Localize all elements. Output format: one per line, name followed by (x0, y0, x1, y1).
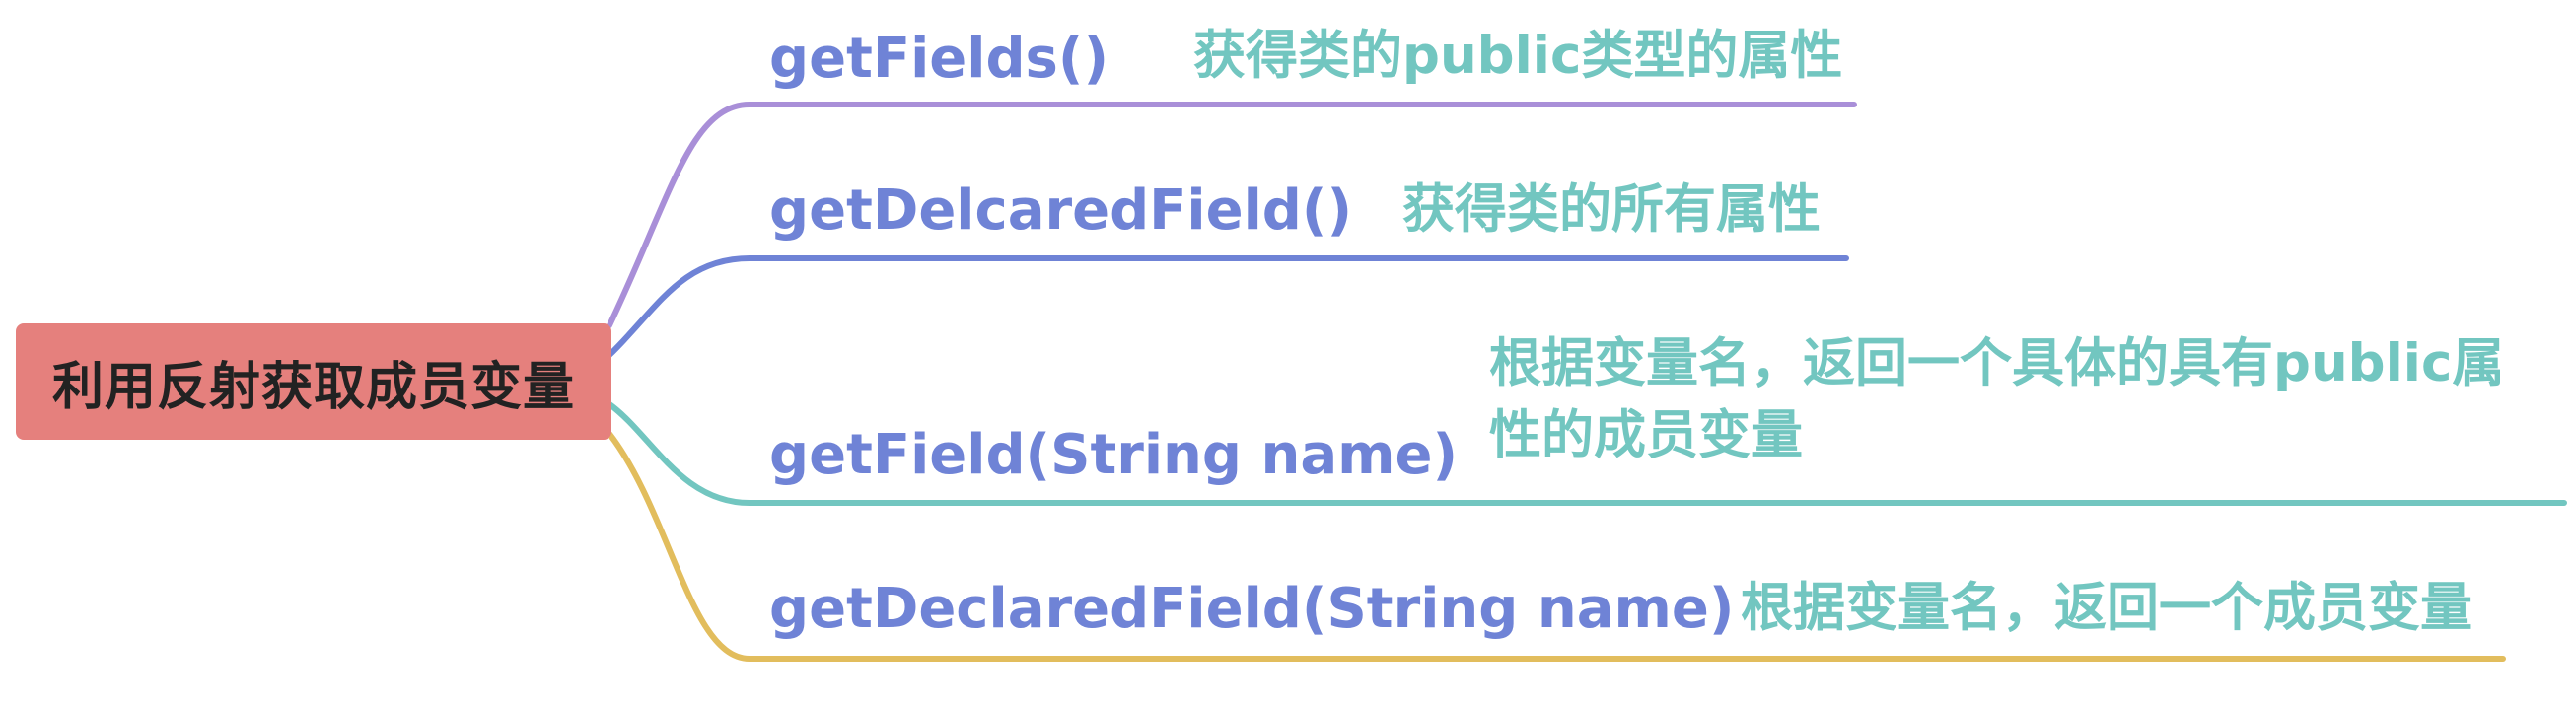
root-node: 利用反射获取成员变量 (16, 323, 611, 440)
description-line: 获得类的所有属性 (1402, 179, 1821, 240)
branch-description-getfield: 根据变量名，返回一个具体的具有public属 性的成员变量 (1489, 327, 2504, 471)
branch-method-getfields: getFields() (769, 27, 1109, 91)
branch-connector-getdeclaredfield (607, 431, 2506, 662)
branch-method-getdeclaredfield: getDeclaredField(String name) (769, 577, 1735, 641)
branch-description-getfields: 获得类的public类型的属性 (1193, 20, 1842, 92)
branch-description-getdeclaredfield: 根据变量名，返回一个成员变量 (1741, 572, 2472, 644)
description-line: 性的成员变量 (1489, 405, 1803, 466)
branch-method-getfield: getField(String name) (769, 423, 1459, 487)
root-node-label: 利用反射获取成员变量 (51, 357, 575, 417)
branch-method-getdelcaredfield: getDelcaredField() (769, 178, 1353, 243)
description-line: 获得类的public类型的属性 (1193, 26, 1843, 86)
description-line: 根据变量名，返回一个成员变量 (1741, 578, 2472, 638)
branch-connector-getfields (607, 102, 1857, 328)
branch-connector-getdelcaredfield (607, 255, 1849, 358)
description-line: 根据变量名，返回一个具体的具有public属 (1489, 333, 2505, 393)
branch-description-getdelcaredfield: 获得类的所有属性 (1402, 174, 1821, 246)
branch-connector-getfield (607, 401, 2567, 506)
